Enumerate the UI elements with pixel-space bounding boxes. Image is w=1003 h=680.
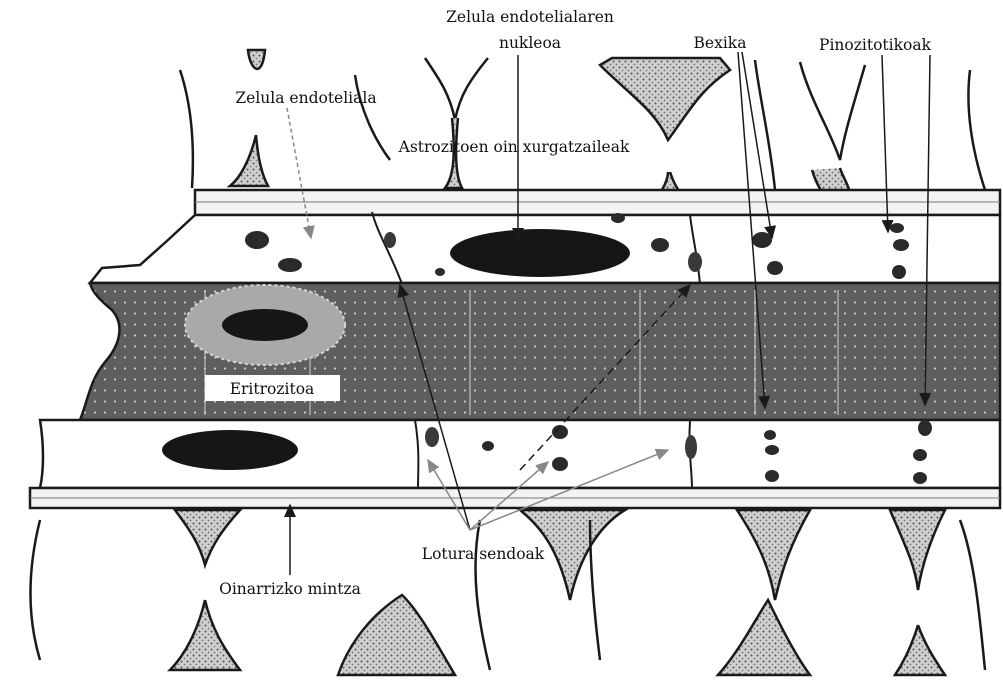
label-pinocytotic: Pinozitotikoak (819, 36, 932, 54)
label-nucleus-line1: Zelula endotelialaren (446, 8, 614, 26)
label-basement-membrane: Oinarrizko mintza (219, 580, 361, 598)
endothelial-nucleus-bottom (162, 430, 298, 470)
endothelial-nucleus-top (450, 229, 630, 277)
astrocyte-end-feet-bottom (31, 510, 985, 675)
astrocyte-end-feet-top (180, 50, 985, 192)
label-astrocyte-feet: Astrozitoen oin xurgatzaileak (398, 138, 630, 156)
endothelial-band-top (90, 212, 1000, 292)
endothelial-band-bottom (40, 420, 1000, 488)
label-erythrocyte: Eritrozitoa (230, 380, 315, 398)
label-vesicle: Bexika (694, 34, 747, 52)
basement-membrane-top (195, 190, 1000, 215)
erythrocyte-core (222, 309, 308, 341)
label-tight-junctions: Lotura sendoak (422, 545, 545, 563)
label-endothelial-cell: Zelula endoteliala (235, 89, 376, 107)
label-nucleus-line2: nukleoa (499, 34, 561, 52)
